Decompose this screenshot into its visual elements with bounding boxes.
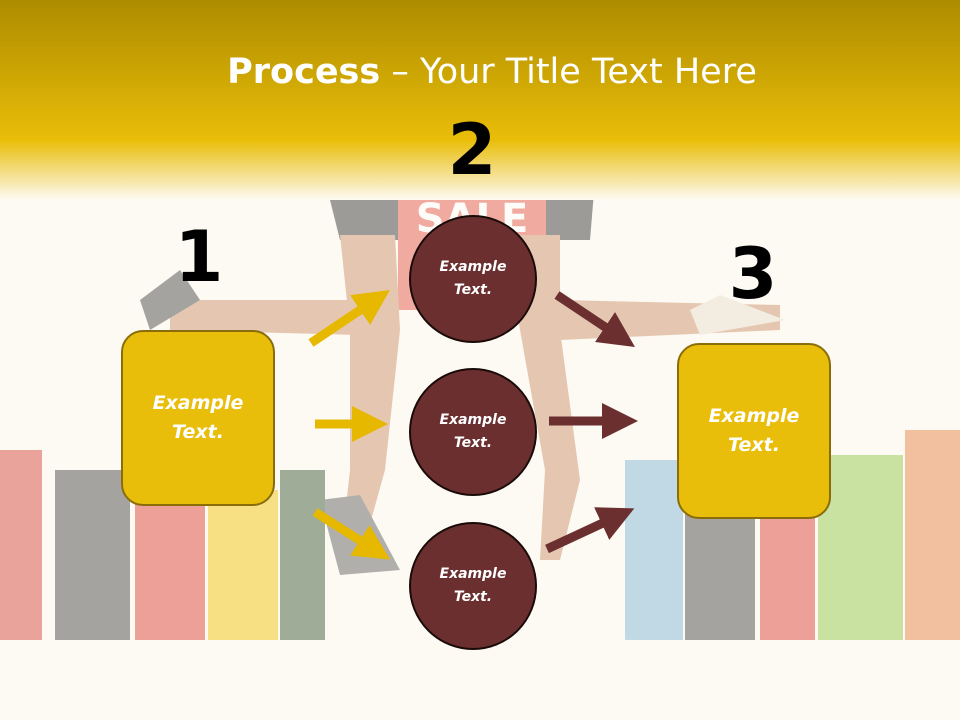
step-2-circle-top: Example Text.: [409, 215, 537, 343]
step-number-3: 3: [728, 233, 778, 315]
step-number-1: 1: [174, 216, 224, 298]
step-1-box: Example Text.: [121, 330, 275, 506]
step-2-circle-bottom: Example Text.: [409, 522, 537, 650]
slide-title: Process – Your Title Text Here: [0, 52, 960, 92]
title-bold: Process: [227, 52, 381, 92]
step-number-2: 2: [447, 109, 497, 191]
step-2-circle-middle: Example Text.: [409, 368, 537, 496]
title-rest: – Your Title Text Here: [380, 52, 757, 92]
step-3-box: Example Text.: [677, 343, 831, 519]
